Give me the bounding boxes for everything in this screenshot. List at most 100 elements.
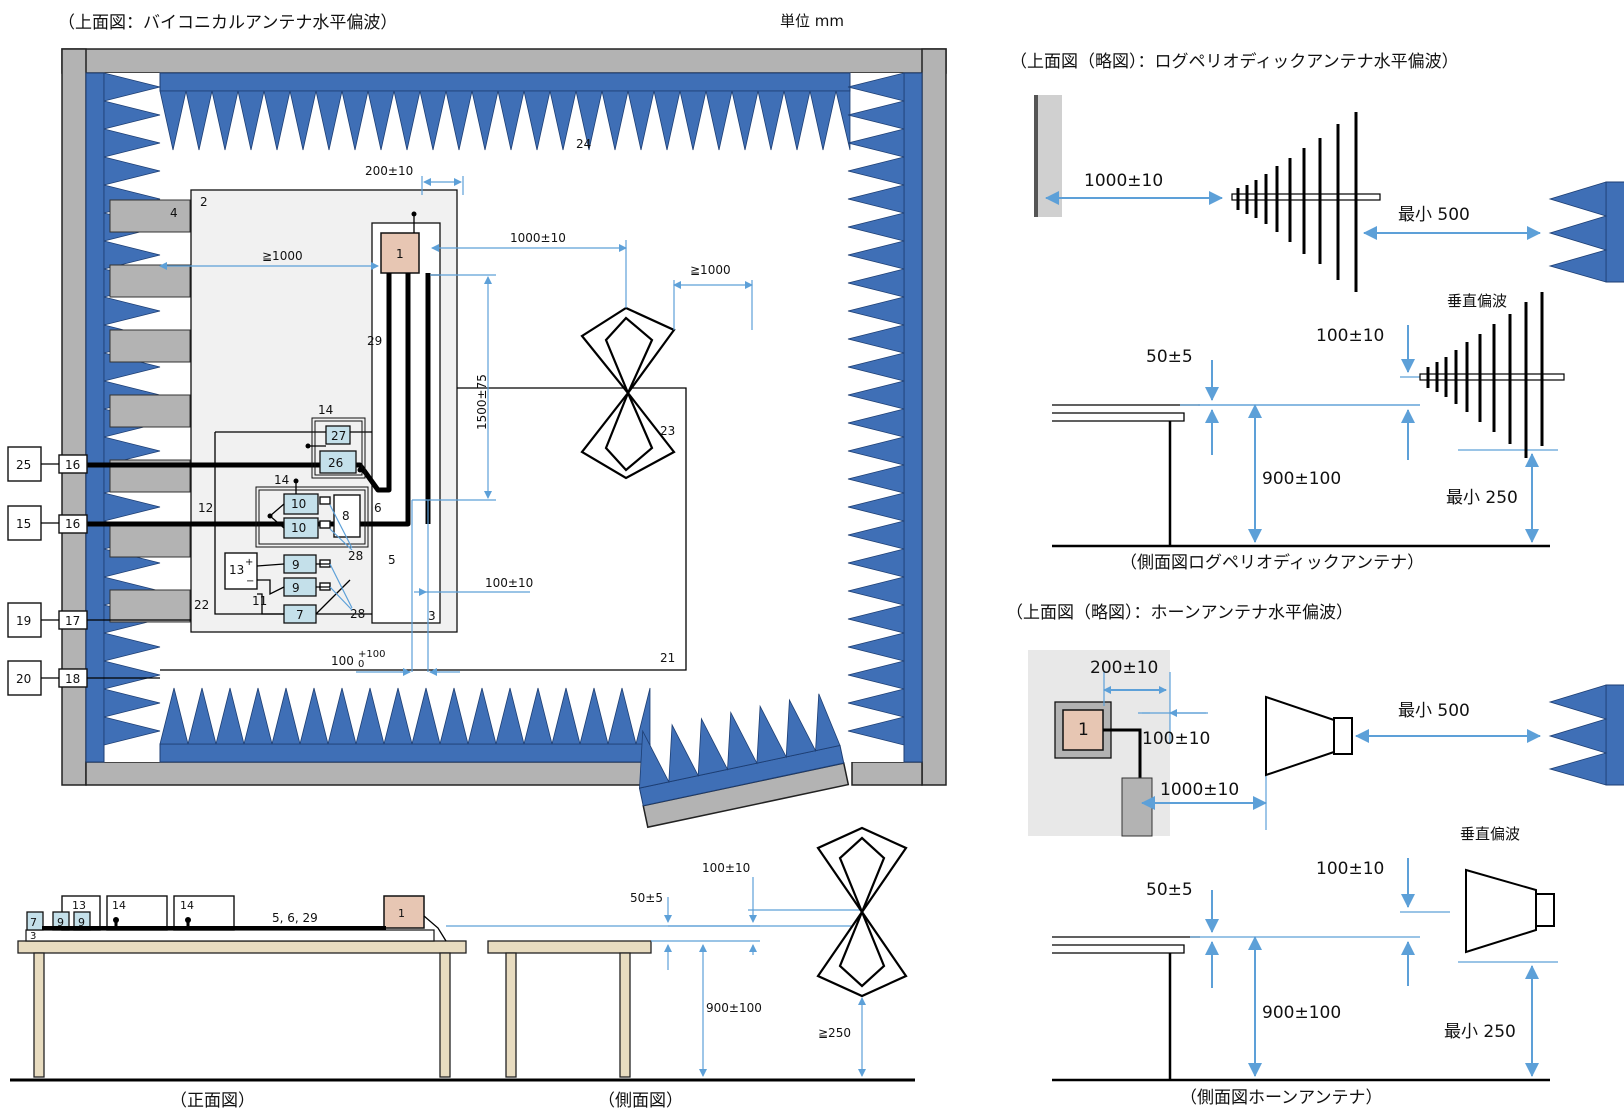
- lpda-side-view: [1052, 292, 1565, 548]
- label-14a: 14: [318, 403, 333, 417]
- side-dim-100: 100±10: [702, 861, 750, 875]
- label-27: 27: [331, 429, 346, 443]
- dim-100-tol-low: 0: [358, 659, 364, 670]
- dim-1000-min-a: ≧1000: [262, 249, 303, 263]
- label-6: 6: [374, 501, 382, 515]
- front-label-9a: 9: [57, 916, 64, 929]
- label-28a: 28: [348, 549, 363, 563]
- label-minus: −: [246, 576, 254, 587]
- unit-label: 単位 mm: [780, 12, 844, 30]
- absorber-right-column: [847, 72, 923, 763]
- label-9b: 9: [292, 581, 300, 595]
- label-20: 20: [16, 672, 31, 686]
- horn-top-title: （上面図（略図）：ホーンアンテナ水平偏波）: [1006, 603, 1353, 623]
- lpda-vertical-label: 垂直偏波: [1447, 292, 1507, 310]
- label-16b: 16: [65, 517, 80, 531]
- peripheral-group-14-top: [311, 417, 366, 479]
- front-label-3: 3: [30, 931, 36, 942]
- label-28b: 28: [350, 607, 365, 621]
- side-view-title: （側面図）: [598, 1091, 683, 1111]
- horn-dim-900: 900±100: [1262, 1003, 1341, 1023]
- horn-top-view: [1028, 650, 1624, 837]
- label-10a: 10: [291, 497, 306, 511]
- front-label-14b: 14: [180, 899, 194, 912]
- label-19: 19: [16, 614, 31, 628]
- dim-100: 100±10: [485, 576, 533, 590]
- horn-min-500: 最小 500: [1398, 701, 1470, 721]
- lpda-dim-1000: 1000±10: [1084, 171, 1163, 191]
- label-14b: 14: [274, 473, 289, 487]
- lpda-top-view: [1034, 95, 1624, 292]
- label-13: 13: [229, 563, 244, 577]
- label-9a: 9: [292, 558, 300, 572]
- label-18: 18: [65, 672, 80, 686]
- horn-dim-50: 50±5: [1146, 880, 1193, 900]
- lpda-min-500: 最小 500: [1398, 205, 1470, 225]
- side-view: [10, 877, 915, 1082]
- eut-box: [380, 232, 420, 274]
- label-21: 21: [660, 651, 675, 665]
- horn-side-title: （側面図ホーンアンテナ）: [1180, 1088, 1382, 1108]
- front-view: [17, 895, 467, 1078]
- label-24: 24: [576, 137, 591, 151]
- main-dimensions: [159, 176, 753, 676]
- label-26: 26: [328, 456, 343, 470]
- horn-dim-100v: 100±10: [1316, 859, 1384, 879]
- horn-dim-100: 100±10: [1142, 729, 1210, 749]
- lpda-top-title: （上面図（略図）：ログペリオディックアンテナ水平偏波）: [1010, 51, 1459, 72]
- label-15: 15: [16, 517, 31, 531]
- dim-1500: 1500±75: [475, 374, 489, 430]
- dim-1000-min-b: ≧1000: [690, 263, 731, 277]
- dim-100-tol-up: +100: [358, 649, 385, 660]
- horn-min-250: 最小 250: [1444, 1022, 1516, 1042]
- label-3: 3: [428, 609, 436, 623]
- peripheral-group-13: [224, 552, 351, 624]
- front-view-title: （正面図）: [170, 1091, 255, 1111]
- biconical-antenna-top: [580, 306, 676, 480]
- label-5: 5: [388, 553, 396, 567]
- front-label-7: 7: [30, 916, 37, 929]
- lpda-side-title: （側面図ログペリオディックアンテナ）: [1120, 552, 1424, 573]
- lpda-min-250: 最小 250: [1446, 488, 1518, 508]
- label-22: 22: [194, 598, 209, 612]
- label-16a: 16: [65, 458, 80, 472]
- cables: [86, 273, 440, 527]
- dim-100-tol-base: 100: [331, 654, 354, 668]
- side-dim-250: ≧250: [818, 1026, 851, 1040]
- external-equipment: [7, 446, 191, 696]
- horn-label-1: 1: [1078, 720, 1089, 740]
- label-17: 17: [65, 614, 80, 628]
- label-4: 4: [170, 206, 178, 220]
- horn-vertical-label: 垂直偏波: [1460, 825, 1520, 843]
- label-12: 12: [198, 501, 213, 515]
- label-29: 29: [367, 334, 382, 348]
- label-plus: +: [245, 557, 253, 568]
- label-11: 11: [252, 594, 267, 608]
- biconical-antenna-side: [816, 826, 908, 998]
- side-dim-900: 900±100: [706, 1001, 762, 1015]
- horn-side-view: [1052, 858, 1558, 1082]
- front-label-9b: 9: [78, 916, 85, 929]
- front-label-14a: 14: [112, 899, 126, 912]
- lpda-dim-50: 50±5: [1146, 347, 1193, 367]
- side-dim-50: 50±5: [630, 891, 663, 905]
- eut-label: 1: [396, 247, 404, 261]
- front-label-13: 13: [72, 899, 86, 912]
- horn-dim-200: 200±10: [1090, 658, 1158, 678]
- dim-1000: 1000±10: [510, 231, 566, 245]
- label-23: 23: [660, 424, 675, 438]
- front-label-1: 1: [398, 907, 405, 920]
- label-2: 2: [200, 195, 208, 209]
- horn-dim-1000: 1000±10: [1160, 780, 1239, 800]
- dim-200: 200±10: [365, 164, 413, 178]
- label-25: 25: [16, 458, 31, 472]
- lpda-dim-900: 900±100: [1262, 469, 1341, 489]
- peripheral-group-14-mid: [255, 486, 369, 548]
- front-cables-label: 5, 6, 29: [272, 911, 318, 925]
- label-10b: 10: [291, 521, 306, 535]
- door-absorber: [638, 693, 850, 829]
- lpda-dim-100: 100±10: [1316, 326, 1384, 346]
- absorber-bottom-row: [159, 687, 651, 763]
- label-8: 8: [342, 509, 350, 523]
